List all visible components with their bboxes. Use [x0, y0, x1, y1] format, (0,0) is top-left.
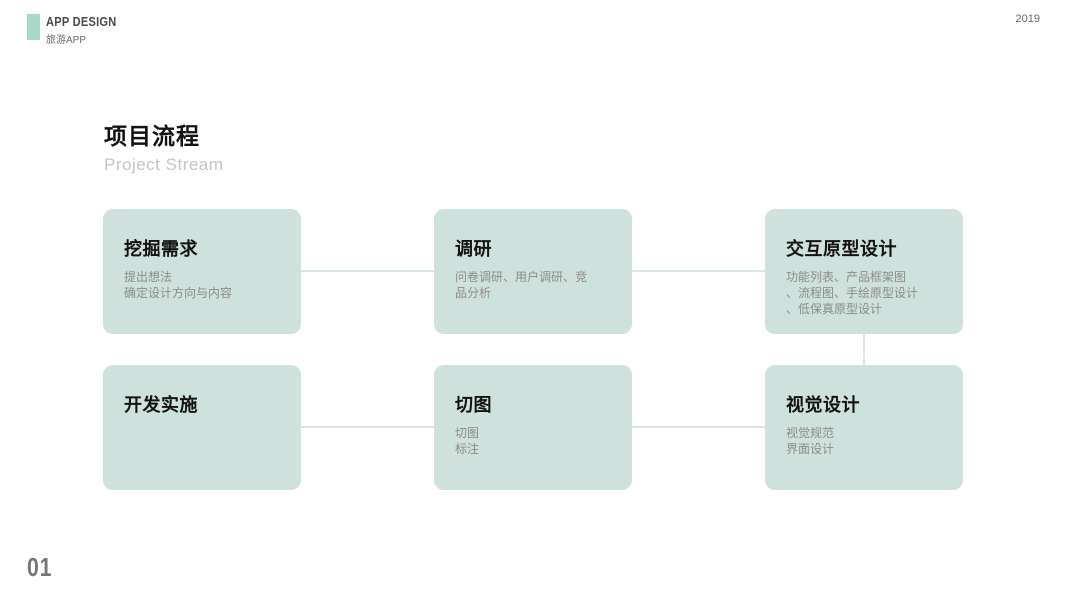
logo-title: APP DESIGN — [46, 14, 117, 29]
flow-step-title: 交互原型设计 — [786, 239, 897, 259]
connector-line-row1-left — [301, 270, 434, 272]
flow-step-title: 调研 — [455, 239, 492, 259]
connector-line-row1-right — [632, 270, 766, 272]
flow-step-title: 挖掘需求 — [124, 239, 198, 259]
flow-step-card: 视觉设计 视觉规范界面设计 — [765, 365, 963, 490]
project-flow-grid: 挖掘需求 提出想法确定设计方向与内容 调研 问卷调研、用户调研、竞品分析 交互原… — [103, 209, 963, 490]
app-logo: APP DESIGN 旅游APP — [27, 14, 129, 46]
flow-step-card: 调研 问卷调研、用户调研、竞品分析 — [434, 209, 632, 334]
page-title: 项目流程 — [104, 123, 200, 149]
section-heading: 项目流程 Project Stream — [104, 117, 223, 175]
flow-step-description: 问卷调研、用户调研、竞品分析 — [455, 269, 612, 301]
connector-line-row2-right — [632, 426, 766, 428]
logo-subtitle: 旅游APP — [46, 35, 87, 46]
flow-step-title: 切图 — [455, 395, 492, 415]
page-number: 01 — [27, 552, 53, 582]
flow-step-description-line: 视觉规范 — [786, 426, 835, 440]
flow-step-card: 挖掘需求 提出想法确定设计方向与内容 — [103, 209, 301, 334]
flow-step-title: 视觉设计 — [786, 395, 860, 415]
flow-step-card: 开发实施 — [103, 365, 301, 490]
flow-step-description: 视觉规范界面设计 — [786, 425, 943, 457]
flow-step-description: 切图标注 — [455, 425, 612, 457]
flow-step-description-line: 确定设计方向与内容 — [124, 286, 233, 300]
flow-step-card: 交互原型设计 功能列表、产品框架图、流程图、手绘原型设计、低保真原型设计 — [765, 209, 963, 334]
year-label: 2019 — [1015, 13, 1040, 25]
flow-step-description-line: 、低保真原型设计 — [786, 302, 883, 316]
flow-step-description-line: 提出想法 — [124, 270, 173, 284]
logo-accent-bar — [27, 14, 40, 40]
flow-step-description: 提出想法确定设计方向与内容 — [124, 269, 281, 301]
connector-line-row2-left — [301, 426, 434, 428]
page-subtitle: Project Stream — [104, 155, 224, 174]
flow-step-description-line: 、流程图、手绘原型设计 — [786, 286, 919, 300]
flow-step-description-line: 切图 — [455, 426, 480, 440]
flow-step-card: 切图 切图标注 — [434, 365, 632, 490]
flow-step-title: 开发实施 — [124, 395, 198, 415]
flow-step-description-line: 界面设计 — [786, 442, 835, 456]
connector-line-vertical — [863, 334, 865, 365]
flow-step-description-line: 品分析 — [455, 286, 492, 300]
flow-step-description-line: 标注 — [455, 442, 480, 456]
flow-step-description-line: 问卷调研、用户调研、竞 — [455, 270, 588, 284]
flow-step-description-line: 功能列表、产品框架图 — [786, 270, 907, 284]
flow-step-description: 功能列表、产品框架图、流程图、手绘原型设计、低保真原型设计 — [786, 269, 943, 317]
